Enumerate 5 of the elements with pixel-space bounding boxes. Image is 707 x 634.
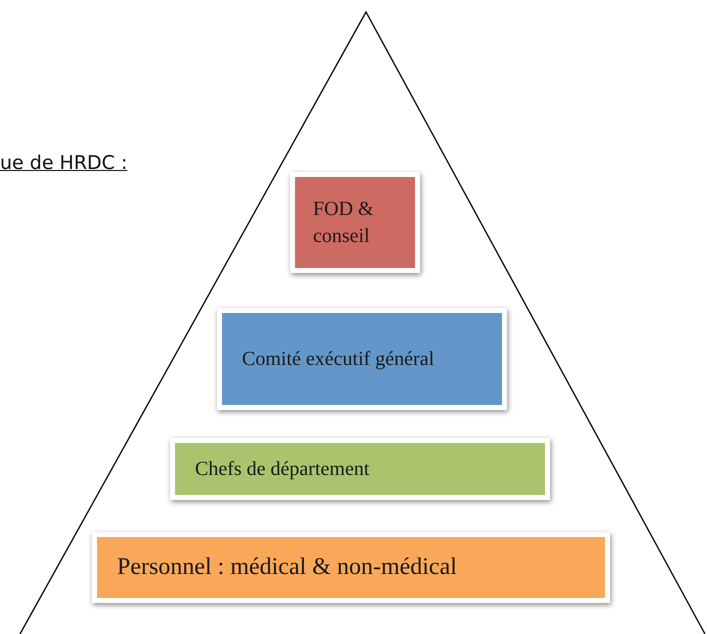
level-text: Personnel : médical & non-médical [117, 553, 457, 582]
level-text: Comité exécutif général [242, 346, 434, 372]
level-text: Chefs de département [195, 456, 370, 482]
level-text: FOD & conseil [313, 196, 375, 248]
heading-text: ue de HRDC : [0, 152, 128, 174]
